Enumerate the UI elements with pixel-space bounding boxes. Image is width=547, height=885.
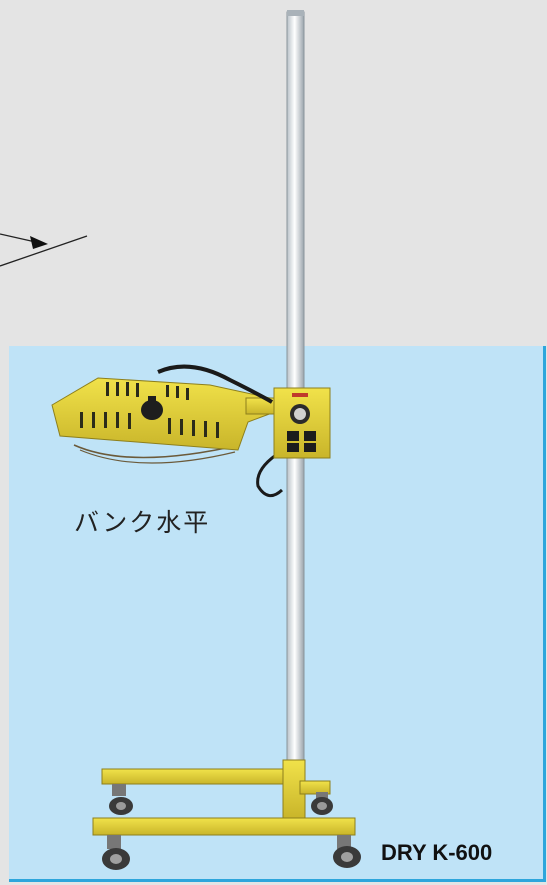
yellow-base (92, 759, 356, 836)
heater-lamp (51, 364, 289, 498)
caster-wheel (109, 784, 133, 815)
caster-wheel (102, 835, 130, 870)
control-box (273, 387, 331, 459)
model-name-label: DRY K-600 (381, 840, 493, 865)
caster-wheel (333, 835, 361, 868)
caster-wheel (311, 792, 333, 815)
bank-horizontal-label: バンク水平 (74, 508, 211, 537)
pointer-arrow-icon (0, 233, 88, 267)
